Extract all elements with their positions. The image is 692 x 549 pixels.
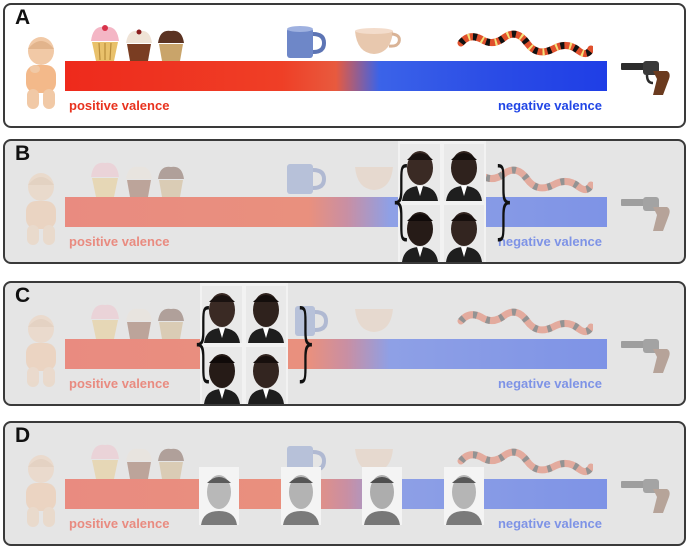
- baby-icon: [26, 455, 56, 527]
- mug-icon: [287, 164, 327, 194]
- right-brace: }: [490, 150, 520, 248]
- positive-valence-label: positive valence: [69, 376, 170, 391]
- positive-valence-label: positive valence: [69, 516, 170, 531]
- face-icon: [400, 205, 440, 262]
- panel-a: A: [3, 3, 686, 128]
- positive-valence-label: positive valence: [69, 234, 170, 249]
- baby-icon: [26, 173, 56, 245]
- gun-icon: [621, 479, 670, 513]
- face-icon: [202, 347, 242, 404]
- snake-icon: [457, 308, 593, 336]
- cupcake-icon: [158, 448, 184, 479]
- face-cluster: [200, 283, 288, 404]
- teacup-icon: [355, 28, 401, 54]
- face-icon: [246, 347, 286, 404]
- valence-bar: [65, 61, 607, 91]
- cupcake-icon: [91, 25, 119, 61]
- valence-bar: [65, 339, 607, 369]
- face-icon: [202, 286, 242, 343]
- panel-letter: C: [15, 284, 31, 307]
- face-icon: [400, 144, 440, 201]
- face-icon: [246, 286, 286, 343]
- mug-icon: [295, 306, 329, 336]
- baby-icon: [26, 37, 56, 109]
- cupcake-icon: [91, 444, 119, 479]
- right-brace: }: [292, 292, 322, 390]
- face-icon: [444, 144, 484, 201]
- panel-letter: A: [15, 6, 31, 29]
- face-icon: [199, 467, 239, 525]
- gun-icon: [621, 197, 670, 231]
- baby-icon: [26, 315, 56, 387]
- cupcake-icon: [158, 30, 184, 61]
- positive-valence-label: positive valence: [69, 98, 170, 113]
- panel-letter: D: [15, 424, 31, 447]
- face-icon: [362, 467, 402, 525]
- gun-icon: [621, 339, 670, 373]
- mug-icon: [287, 26, 327, 58]
- left-brace: {: [189, 292, 219, 390]
- face-icon: [444, 205, 484, 262]
- teacup-icon: [355, 309, 393, 332]
- valence-bar: [65, 197, 607, 227]
- panel-d: D positive valence negative valence: [3, 421, 686, 546]
- face-icon: [444, 467, 484, 525]
- teacup-icon: [355, 449, 393, 472]
- cupcake-icon: [126, 166, 152, 197]
- cupcake-icon: [126, 308, 152, 339]
- cupcake-icon: [91, 162, 119, 197]
- snake-icon: [457, 30, 593, 58]
- cupcake-icon: [158, 166, 184, 197]
- face-icon: [281, 467, 321, 525]
- cupcake-icon: [126, 29, 152, 61]
- panel-letter: B: [15, 142, 31, 165]
- panel-b: B positive valence negative valence: [3, 139, 686, 264]
- negative-valence-label: negative valence: [497, 516, 602, 531]
- cupcake-icon: [126, 448, 152, 479]
- cupcake-icon: [91, 304, 119, 339]
- teacup-icon: [355, 167, 393, 190]
- panel-c: C positive valence negative valence: [3, 281, 686, 406]
- negative-valence-label: negative valence: [497, 234, 602, 249]
- cupcake-icon: [158, 308, 184, 339]
- gun-icon: [621, 61, 670, 95]
- left-brace: {: [387, 150, 417, 248]
- snake-icon: [457, 448, 593, 476]
- negative-valence-label: negative valence: [497, 376, 602, 391]
- face-cluster: [398, 141, 486, 262]
- negative-valence-label: negative valence: [497, 98, 602, 113]
- valence-bar: [65, 479, 607, 509]
